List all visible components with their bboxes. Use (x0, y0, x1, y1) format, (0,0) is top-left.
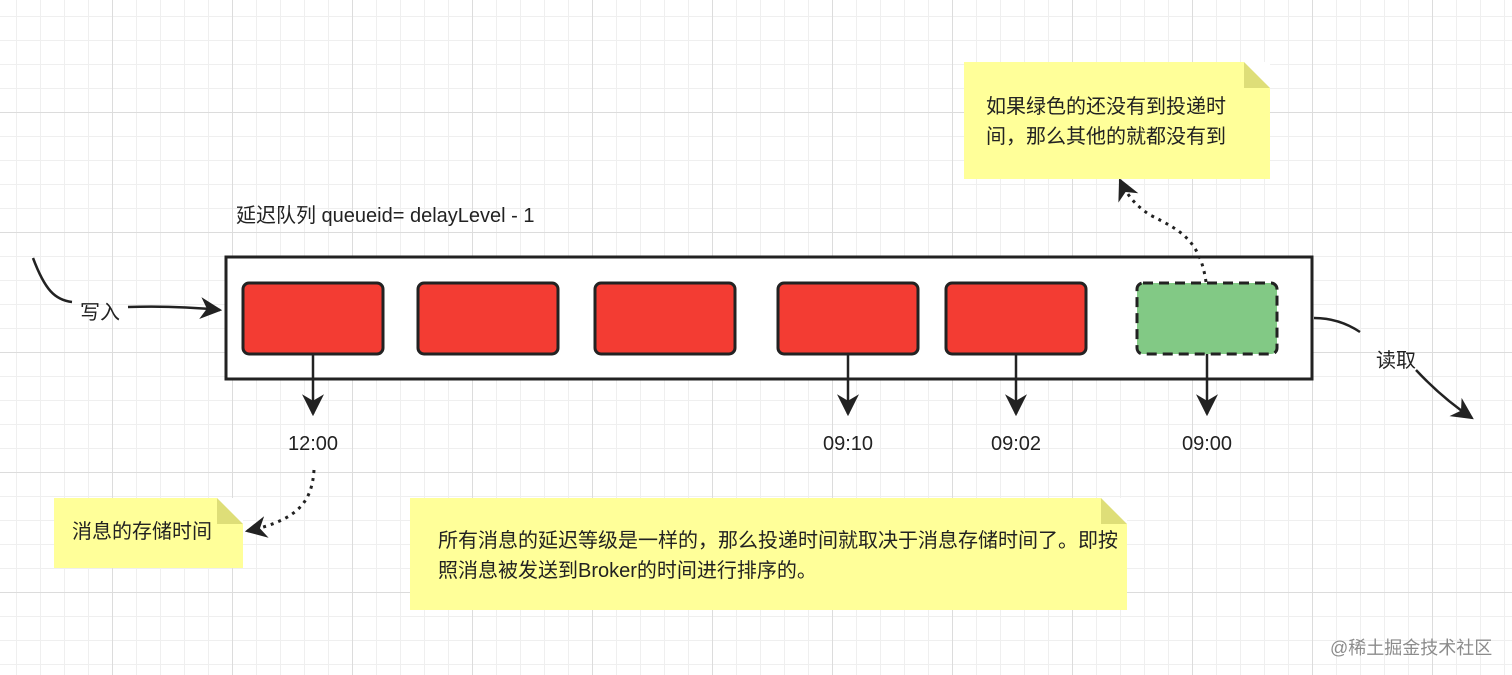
read-arrow (1313, 316, 1361, 334)
order-note-text: 所有消息的延迟等级是一样的，那么投递时间就取决于消息存储时间了。即按照消息被发送… (438, 530, 1118, 582)
storage-note-text: 消息的存储时间 (72, 521, 212, 543)
storage-note: 消息的存储时间 (54, 498, 243, 568)
time-label: 09:10 (822, 433, 874, 455)
read-arrow-tail (1415, 369, 1474, 420)
time-label: 09:00 (1181, 433, 1233, 455)
write-arrow-tail (127, 297, 223, 319)
message-block (944, 281, 1088, 356)
time-label: 12:00 (287, 433, 339, 455)
queue-title: 延迟队列 queueid= delayLevel - 1 (236, 205, 535, 227)
time-label: 09:02 (990, 433, 1042, 455)
message-block-head (1135, 281, 1279, 356)
storage-note-connector (244, 469, 316, 538)
message-block (776, 281, 920, 356)
message-block (416, 281, 560, 356)
order-note: 所有消息的延迟等级是一样的，那么投递时间就取决于消息存储时间了。即按照消息被发送… (410, 498, 1127, 610)
write-label: 写入 (80, 302, 120, 324)
green-note: 如果绿色的还没有到投递时间，那么其他的就都没有到 (964, 62, 1270, 179)
message-block (593, 281, 737, 356)
write-arrow (31, 257, 73, 304)
queue-container (224, 255, 1314, 381)
message-block (241, 281, 385, 356)
watermark: @稀土掘金技术社区 (1330, 638, 1493, 658)
green-note-text: 如果绿色的还没有到投递时间，那么其他的就都没有到 (986, 96, 1226, 148)
read-label: 读取 (1376, 350, 1416, 372)
